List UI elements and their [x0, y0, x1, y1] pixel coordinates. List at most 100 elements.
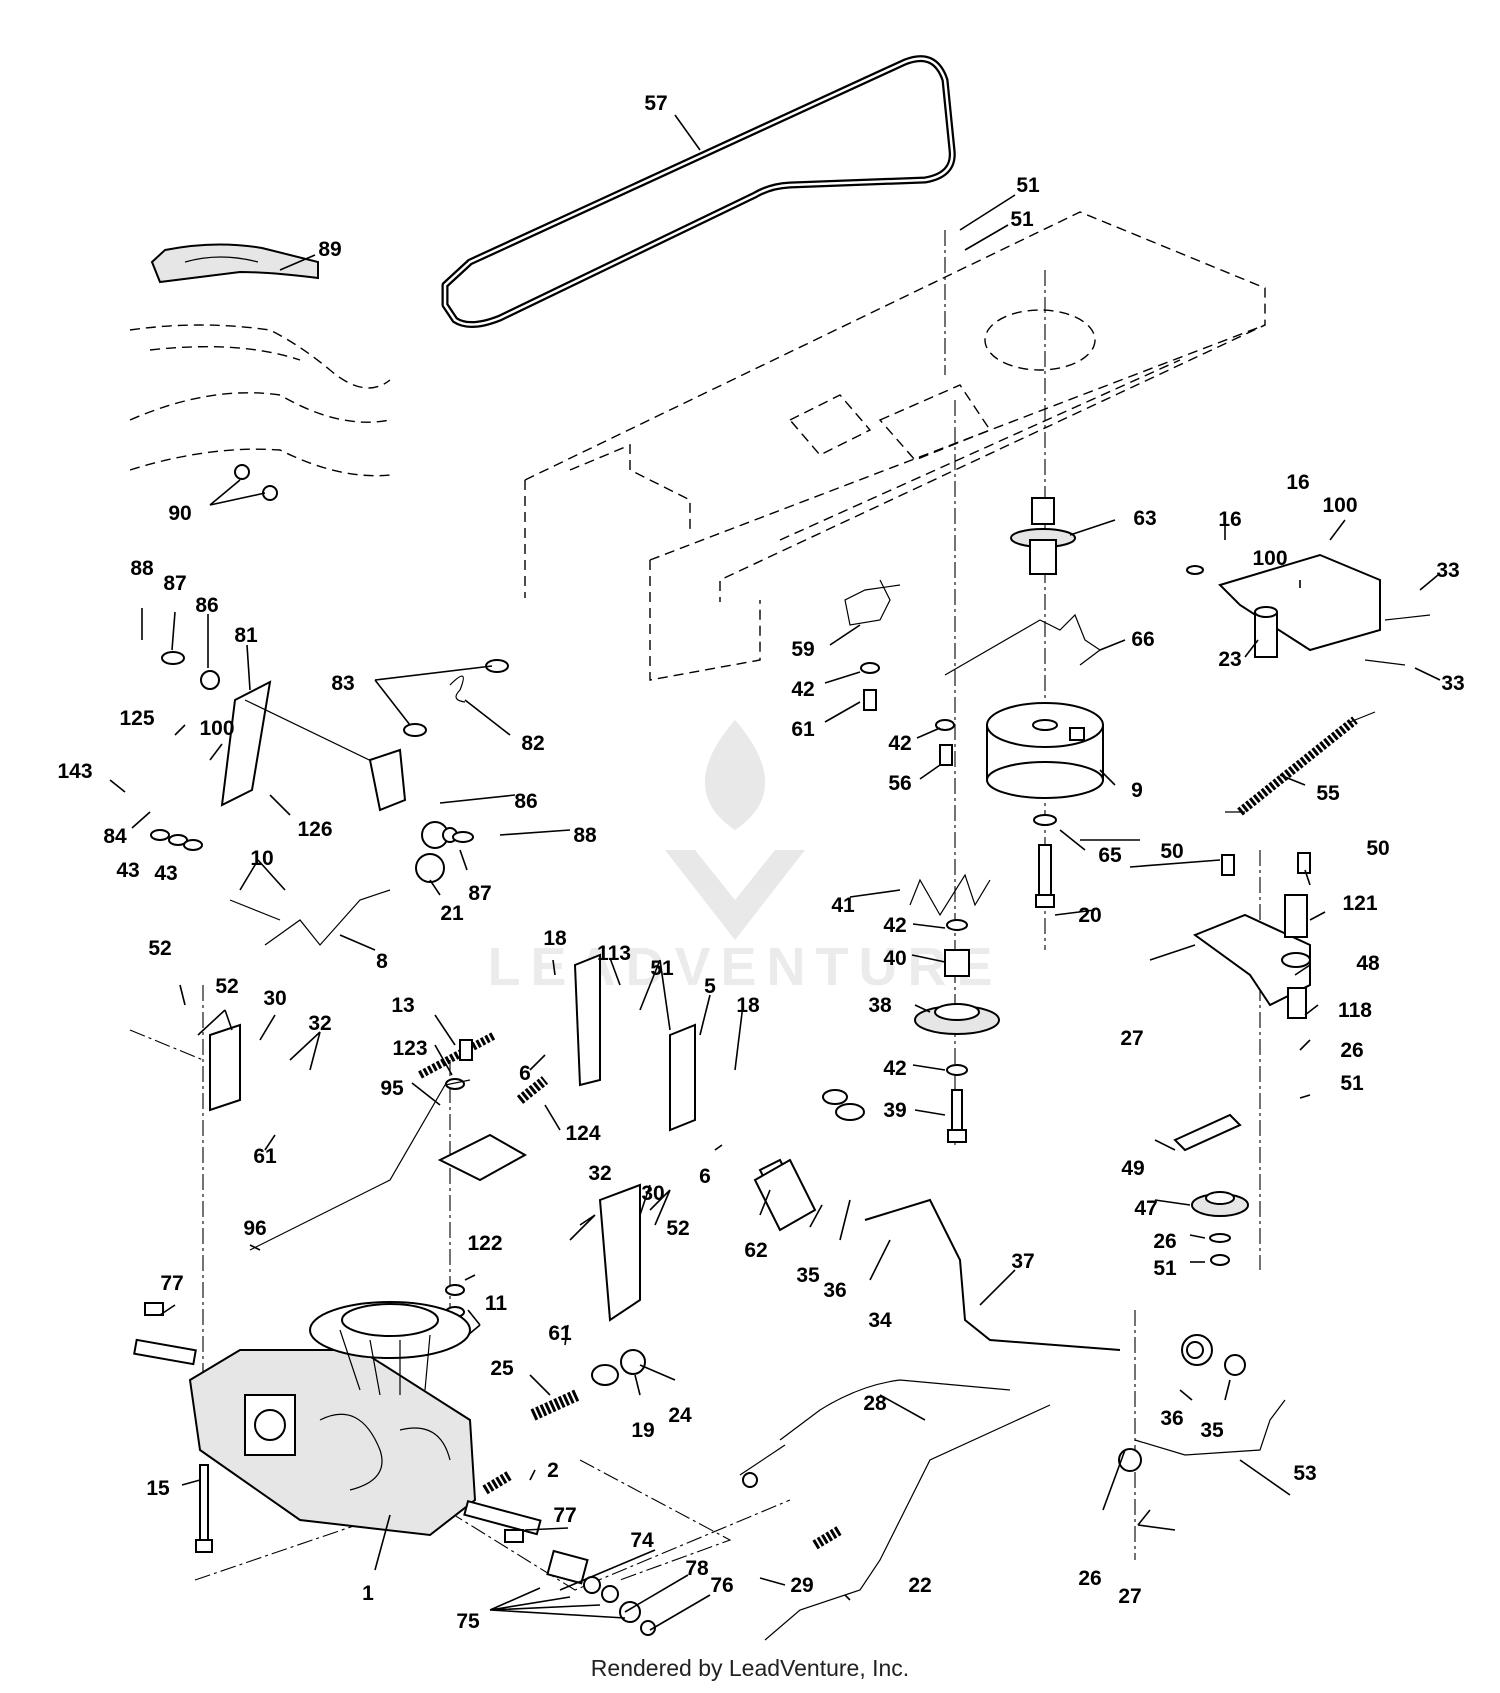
callout-51: 51: [1010, 208, 1034, 231]
footer-credit: Rendered by LeadVenture, Inc.: [590, 1655, 910, 1681]
callout-29: 29: [790, 1574, 813, 1597]
springs: [418, 711, 1376, 1550]
callout-22: 22: [908, 1574, 931, 1597]
frame-outline: [524, 211, 1266, 681]
callout-37: 37: [1011, 1250, 1034, 1273]
callout-23: 23: [1218, 648, 1241, 671]
callout-125: 125: [119, 707, 154, 730]
callout-77: 77: [160, 1272, 183, 1295]
callout-28: 28: [863, 1392, 887, 1415]
callout-42: 42: [888, 732, 911, 755]
callout-30: 30: [641, 1182, 664, 1205]
callout-41: 41: [831, 894, 855, 917]
callout-121: 121: [1342, 892, 1377, 915]
callout-77: 77: [553, 1504, 576, 1527]
callout-118: 118: [1338, 999, 1372, 1022]
callout-87: 87: [163, 572, 186, 595]
callout-49: 49: [1121, 1157, 1144, 1180]
callout-81: 81: [234, 624, 258, 647]
callout-40: 40: [883, 947, 906, 970]
callout-9: 9: [1131, 779, 1143, 802]
callout-5: 5: [704, 975, 716, 998]
callout-65: 65: [1098, 844, 1122, 867]
callout-10: 10: [250, 847, 273, 870]
callout-113: 113: [597, 942, 631, 965]
callout-51: 51: [1153, 1257, 1177, 1280]
callout-143: 143: [57, 760, 92, 783]
callout-61: 61: [548, 1322, 572, 1345]
callout-50: 50: [1366, 837, 1389, 860]
callout-19: 19: [631, 1419, 654, 1442]
callout-75: 75: [456, 1610, 480, 1633]
callout-57: 57: [644, 92, 667, 115]
callout-74: 74: [630, 1529, 654, 1552]
callout-26: 26: [1078, 1567, 1101, 1590]
callout-25: 25: [490, 1357, 514, 1380]
callout-89: 89: [318, 238, 341, 261]
callout-83: 83: [331, 672, 354, 695]
assembly-centerlines: [129, 230, 1261, 1591]
callout-76: 76: [710, 1574, 733, 1597]
callout-8: 8: [376, 950, 388, 973]
callout-36: 36: [1160, 1407, 1183, 1430]
callout-42: 42: [883, 914, 906, 937]
watermark-logo: [665, 720, 805, 940]
callout-26: 26: [1153, 1230, 1176, 1253]
callout-35: 35: [1200, 1419, 1224, 1442]
callout-13: 13: [391, 994, 414, 1017]
callout-27: 27: [1118, 1585, 1141, 1608]
spacers: [591, 1158, 1204, 1488]
callout-95: 95: [380, 1077, 404, 1100]
callout-11: 11: [485, 1292, 508, 1315]
callout-66: 66: [1131, 628, 1154, 651]
callout-27: 27: [1120, 1027, 1143, 1050]
callout-labels: 57 51 51 89 90 63 16 16 100 100 33 33 23…: [57, 92, 1464, 1633]
callout-21: 21: [440, 902, 464, 925]
callout-124: 124: [565, 1122, 600, 1145]
fender-outline: [129, 243, 391, 501]
callout-leaders: [109, 114, 1441, 1631]
callout-51: 51: [1340, 1072, 1364, 1095]
callout-16: 16: [1218, 508, 1241, 531]
callout-100: 100: [199, 717, 234, 740]
callout-32: 32: [588, 1162, 611, 1185]
callout-126: 126: [297, 818, 332, 841]
right-brackets: [1173, 553, 1431, 1266]
callout-35: 35: [796, 1264, 820, 1287]
callout-122: 122: [467, 1232, 502, 1255]
control-rods: [249, 1079, 1286, 1641]
callout-24: 24: [668, 1404, 692, 1427]
callout-78: 78: [685, 1557, 709, 1580]
callout-36: 36: [823, 1279, 846, 1302]
callout-82: 82: [521, 732, 544, 755]
callout-43: 43: [154, 862, 177, 885]
center-brackets: [209, 953, 696, 1322]
callout-26: 26: [1340, 1039, 1363, 1062]
callout-52: 52: [148, 937, 171, 960]
callout-43: 43: [116, 859, 139, 882]
callout-15: 15: [146, 1477, 170, 1500]
callout-90: 90: [168, 502, 191, 525]
callout-63: 63: [1133, 507, 1156, 530]
watermark-text: LEADVENTURE: [487, 937, 1002, 997]
transaxle: [133, 1301, 656, 1636]
callout-123: 123: [392, 1037, 427, 1060]
callout-84: 84: [103, 825, 127, 848]
callout-20: 20: [1078, 904, 1101, 927]
callout-88: 88: [573, 824, 597, 847]
callout-39: 39: [883, 1099, 906, 1122]
callout-30: 30: [263, 987, 286, 1010]
callout-33: 33: [1436, 559, 1459, 582]
left-linkage: [150, 651, 509, 946]
callout-53: 53: [1293, 1462, 1316, 1485]
callout-87: 87: [468, 882, 491, 905]
callout-33: 33: [1441, 672, 1464, 695]
callout-100: 100: [1252, 547, 1287, 570]
callout-42: 42: [791, 678, 814, 701]
callout-47: 47: [1134, 1197, 1157, 1220]
callout-18: 18: [736, 994, 760, 1017]
callout-61: 61: [253, 1145, 277, 1168]
callout-48: 48: [1356, 952, 1380, 975]
callout-62: 62: [744, 1239, 767, 1262]
